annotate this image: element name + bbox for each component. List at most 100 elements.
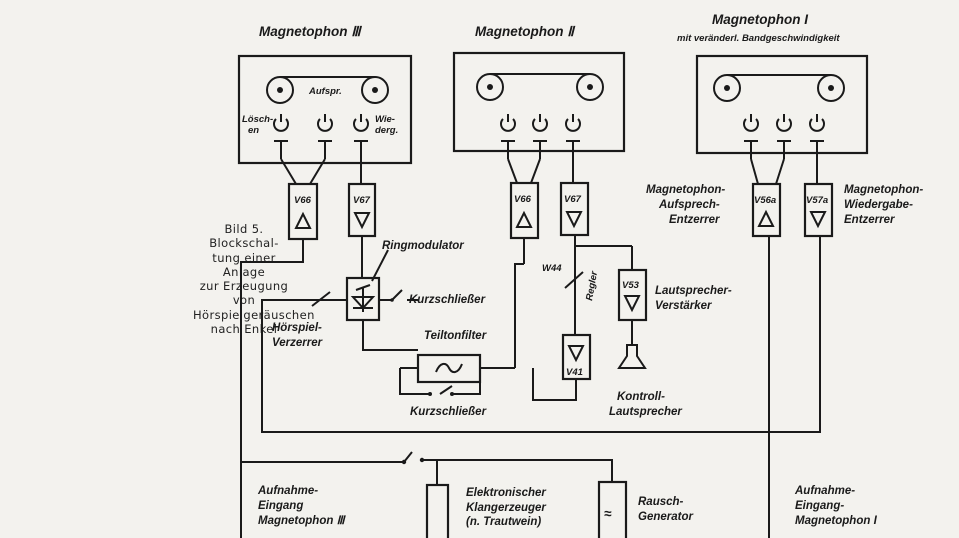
wire — [507, 158, 574, 184]
amp-label: V41 — [566, 367, 583, 378]
eingang-magnetophon-1-label: Magnetophon I — [795, 515, 878, 527]
short-circuit-switch — [379, 289, 418, 301]
ringmodulator-label: Ringmodulator — [382, 240, 464, 252]
amplifier-v41: V41 — [561, 333, 592, 381]
regulator-id: W44 — [542, 263, 562, 274]
amp-up-triangle-icon — [294, 211, 312, 229]
klangerzeuger-label: Elektronischer — [466, 487, 546, 499]
amp-label: V67 — [353, 195, 371, 206]
rauschgenerator-label: Rausch- — [638, 496, 684, 508]
switch-contact — [450, 392, 454, 396]
amp-label: V57a — [806, 195, 828, 206]
label-aufspr: Aufspr. — [308, 86, 342, 97]
switch-contact — [401, 459, 407, 465]
loudspeaker-icon — [617, 344, 647, 369]
label-wiedergabe: Wie- — [375, 114, 395, 125]
hoerspiel-verzerrer-label: Hörspiel- — [272, 322, 322, 334]
reel-hub-icon — [724, 85, 730, 91]
klangerzeuger-label: Klangerzeuger — [466, 502, 546, 514]
caption-line: nach Enkel — [210, 322, 278, 337]
amplifier-v53: V53 — [617, 268, 648, 322]
deck-frame — [237, 54, 413, 165]
wire — [261, 299, 347, 320]
rauschgenerator-label: Generator — [638, 511, 693, 523]
deck-magnetophon-1 — [695, 54, 869, 159]
switch-contact — [419, 457, 425, 463]
eingang-magnetophon-1-label: Eingang- — [795, 500, 844, 512]
eingang-magnetophon-3-label: Magnetophon Ⅲ — [258, 515, 347, 527]
amplifier-v56a: V56a — [751, 182, 782, 238]
wiedergabe-entzerrer-label: Entzerrer — [844, 214, 895, 226]
wiedergabe-entzerrer-label: Wiedergabe- — [844, 199, 913, 211]
amp-down-triangle-icon — [567, 345, 585, 363]
hoerspiel-verzerrer-label: Verzerrer — [272, 337, 323, 349]
label-loeschen: Lösch- — [242, 114, 273, 125]
aufsprech-entzerrer-label: Aufsprech- — [658, 199, 720, 211]
playback-head-icon — [353, 114, 369, 132]
erase-head-icon — [273, 114, 289, 132]
amp-down-triangle-icon — [623, 295, 641, 313]
partial-tone-filter — [416, 353, 482, 384]
playback-head-icon — [565, 114, 581, 132]
reel-hub-icon — [277, 87, 283, 93]
title-magnetophon-1-sub: mit veränderl. Bandgeschwindigkeit — [677, 33, 840, 44]
record-head-icon — [776, 114, 792, 132]
eingang-magnetophon-1-label: Aufnahme- — [794, 485, 855, 497]
regulator-icon — [564, 271, 584, 289]
amp-box — [803, 182, 834, 238]
kontroll-lautsprecher-label: Kontroll- — [617, 391, 665, 403]
kurzschliesser-label-2: Kurzschließer — [410, 406, 487, 418]
klangerzeuger-label: (n. Trautwein) — [466, 516, 541, 528]
variable-resistor-icon — [311, 291, 331, 307]
amp-down-triangle-icon — [809, 211, 827, 229]
lautsprecher-verstaerker-label: Verstärker — [655, 300, 712, 312]
eingang-magnetophon-3-label: Aufnahme- — [257, 485, 318, 497]
wire — [362, 320, 418, 351]
amp-label: V66 — [514, 194, 532, 205]
wire — [240, 239, 304, 538]
caption-line: Hörspielgeräuschen — [193, 307, 315, 322]
amp-label: V56a — [754, 195, 776, 206]
noise-symbol-icon: ≈ — [604, 506, 612, 521]
wire — [532, 368, 577, 401]
label-wiedergabe: derg. — [375, 125, 398, 136]
erase-head-icon — [500, 114, 516, 132]
wire — [750, 158, 818, 185]
playback-head-icon — [809, 114, 825, 132]
amplifier-v57a: V57a — [803, 182, 834, 238]
amp-down-triangle-icon — [353, 212, 371, 230]
amp-box — [287, 182, 319, 241]
amp-box — [751, 182, 782, 238]
figure-caption: Bild 5. Blockschal- tung einer Anlage zu… — [193, 222, 315, 337]
head-connectors — [501, 140, 580, 159]
wire — [514, 238, 525, 368]
amp-label: V53 — [622, 280, 640, 291]
ring-modulator — [345, 276, 381, 322]
kontroll-lautsprecher-label: Lautsprecher — [609, 406, 682, 418]
amp-label: V67 — [564, 194, 582, 205]
amp-up-triangle-icon — [757, 209, 775, 227]
wire — [261, 236, 821, 433]
reel-hub-icon — [587, 84, 593, 90]
deck-frame — [452, 51, 626, 153]
record-head-icon — [317, 114, 333, 132]
amplifier-v67-deck2: V67 — [559, 181, 590, 237]
wire — [280, 158, 362, 185]
electronic-sound-generator-box — [425, 483, 450, 538]
teiltonfilter-label: Teiltonfilter — [424, 330, 487, 342]
kurzschliesser-label-1: Kurzschließer — [409, 294, 486, 306]
head-connectors — [274, 140, 368, 159]
label-pointer — [371, 249, 389, 282]
regler-label: Regler — [584, 269, 600, 301]
title-magnetophon-2: Magnetophon Ⅱ — [475, 24, 576, 39]
title-magnetophon-1: Magnetophon I — [712, 12, 808, 27]
short-circuit-switch — [399, 368, 481, 395]
amp-down-triangle-icon — [565, 211, 583, 229]
filter-wave-icon — [435, 362, 463, 374]
selector-switch — [241, 451, 613, 482]
eingang-magnetophon-3-label: Eingang — [258, 500, 303, 512]
record-head-icon — [532, 114, 548, 132]
reel-hub-icon — [372, 87, 378, 93]
caption-line: Bild 5. Blockschal- — [209, 222, 279, 251]
